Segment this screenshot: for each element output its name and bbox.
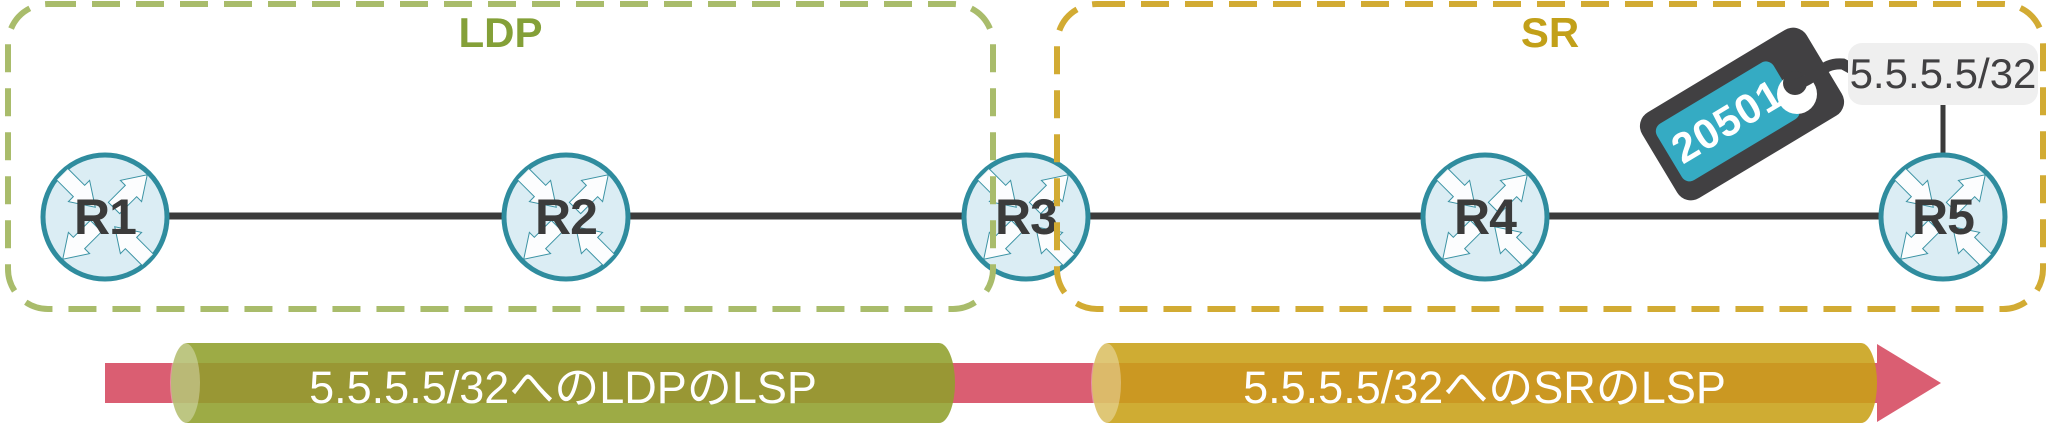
lsp-bar-ldp-label: 5.5.5.5/32へのLDPのLSP	[309, 361, 817, 413]
domain-box-sr	[1054, 1, 2046, 312]
domain-label-sr: SR	[1520, 9, 1580, 56]
flow-arrowhead-icon	[1877, 344, 1941, 422]
router-r4: R4	[1419, 151, 1551, 283]
router-label: R1	[74, 189, 137, 245]
domain-box-ldp	[5, 1, 996, 312]
lsp-bar-sr: 5.5.5.5/32へのSRのLSP	[1091, 343, 1877, 423]
router-r5: R5	[1877, 151, 2009, 283]
router-r2: R2	[500, 151, 632, 283]
router-r3: R3	[960, 151, 1092, 283]
router-label: R2	[535, 189, 598, 245]
lsp-bar-sr-label: 5.5.5.5/32へのSRのLSP	[1243, 361, 1726, 413]
router-label: R4	[1454, 189, 1517, 245]
lsp-bar-ldp: 5.5.5.5/32へのLDPのLSP	[170, 343, 955, 423]
router-label: R5	[1912, 189, 1975, 245]
router-r1: R1	[39, 151, 171, 283]
router-label: R3	[995, 189, 1058, 245]
domain-label-ldp: LDP	[458, 9, 543, 56]
tag-string	[1791, 58, 1860, 90]
prefix-callout: 5.5.5.5/32	[1848, 43, 2038, 105]
